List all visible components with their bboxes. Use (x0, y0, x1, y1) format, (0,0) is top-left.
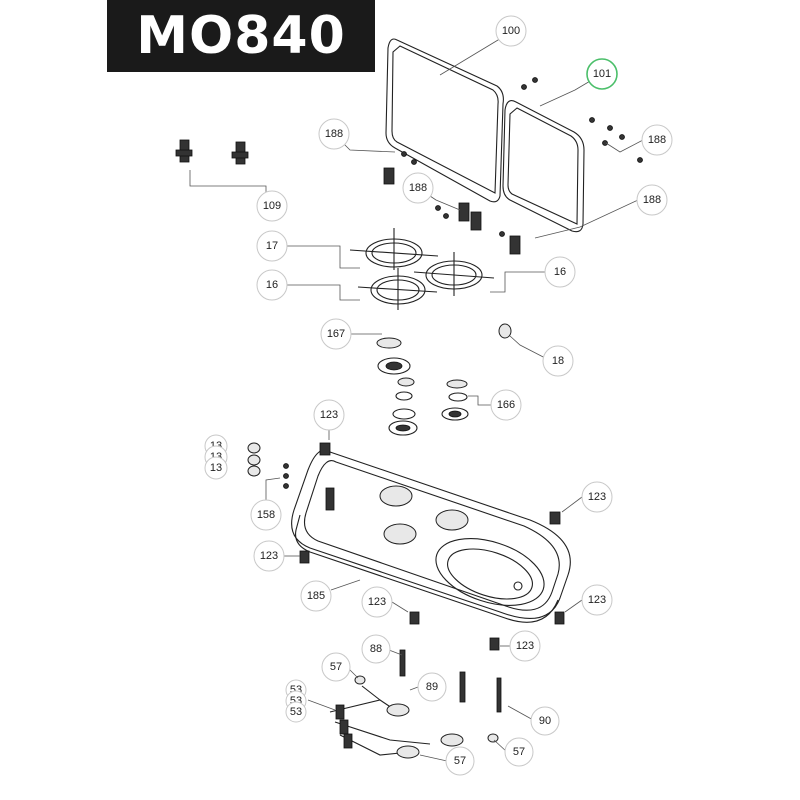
callout-label: 188 (325, 128, 343, 140)
callout-label: 123 (588, 594, 606, 606)
callout-16-left: 16 (256, 269, 288, 301)
callout-166: 166 (490, 389, 522, 421)
callout-label: 57 (330, 661, 342, 673)
model-title: MO840 (136, 6, 346, 66)
callout-158: 158 (250, 499, 282, 531)
lid-hinges (383, 77, 643, 255)
callout-label: 123 (516, 640, 534, 652)
screws-13 (247, 442, 289, 489)
callout-57-bottom: 57 (445, 746, 475, 776)
pan-support-17 (349, 228, 439, 270)
callout-label: 166 (497, 399, 515, 411)
callout-label: 123 (588, 491, 606, 503)
callout-label: 16 (266, 279, 278, 291)
callout-label: 188 (643, 194, 661, 206)
glass-lid-right (502, 100, 585, 233)
callout-123-bottom: 123 (509, 630, 541, 662)
callout-label: 89 (426, 681, 438, 693)
callout-label: 158 (257, 509, 275, 521)
callout-90: 90 (530, 706, 560, 736)
callout-188-right-upper: 188 (641, 124, 673, 156)
callout-101: 101 (586, 58, 618, 90)
callout-167: 167 (320, 318, 352, 350)
brackets-123 (299, 442, 565, 651)
burner-caps (376, 337, 469, 436)
callout-123-top: 123 (313, 399, 345, 431)
pan-support-16-right (413, 252, 495, 296)
callout-label: 13 (210, 462, 222, 474)
model-title-box: MO840 (107, 0, 375, 72)
callout-label: 188 (648, 134, 666, 146)
callout-label: 90 (539, 715, 551, 727)
callout-label: 17 (266, 240, 278, 252)
glass-lid-left (385, 38, 504, 203)
callout-123-right-upper: 123 (581, 481, 613, 513)
callout-label: 100 (502, 25, 520, 37)
callout-label: 18 (552, 355, 564, 367)
gas-pipework (329, 649, 502, 759)
callout-188-right-lower: 188 (636, 184, 668, 216)
callout-88: 88 (361, 634, 391, 664)
callout-label: 167 (327, 328, 345, 340)
callout-label: 123 (368, 596, 386, 608)
callout-188-top-left: 188 (318, 118, 350, 150)
hob-body (291, 449, 571, 623)
callout-123-right-lower: 123 (581, 584, 613, 616)
pan-support-16-left (357, 268, 438, 310)
callout-label: 57 (454, 755, 466, 767)
callout-123-bottom-left: 123 (361, 586, 393, 618)
callout-123-left: 123 (253, 540, 285, 572)
callout-label: 16 (554, 266, 566, 278)
callout-13-third: 13 (204, 456, 228, 480)
callout-89: 89 (417, 672, 447, 702)
callout-100: 100 (495, 15, 527, 47)
callout-label: 53 (290, 706, 302, 718)
callout-53-third: 53 (285, 701, 307, 723)
callout-18: 18 (542, 345, 574, 377)
callout-label: 123 (260, 550, 278, 562)
callout-57-right: 57 (504, 737, 534, 767)
callout-label: 101 (593, 68, 611, 80)
knob-18 (498, 323, 512, 339)
callout-label: 88 (370, 643, 382, 655)
leader-lines (189, 30, 644, 762)
callout-188-middle: 188 (402, 172, 434, 204)
callout-109: 109 (256, 190, 288, 222)
hinge-pair-109 (175, 139, 249, 165)
callout-57-top: 57 (321, 652, 351, 682)
callout-label: 185 (307, 590, 325, 602)
callout-label: 188 (409, 182, 427, 194)
callout-185: 185 (300, 580, 332, 612)
callout-label: 123 (320, 409, 338, 421)
callout-label: 109 (263, 200, 281, 212)
callout-label: 57 (513, 746, 525, 758)
callout-16-right: 16 (544, 256, 576, 288)
callout-17: 17 (256, 230, 288, 262)
